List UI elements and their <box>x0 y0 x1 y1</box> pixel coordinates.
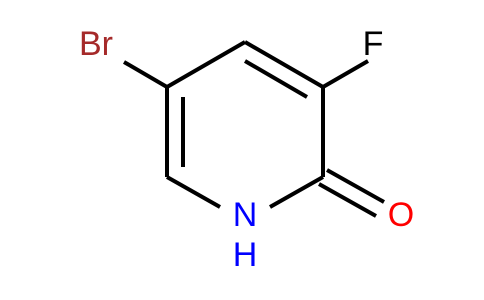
atom-fluorine: F <box>363 25 384 63</box>
atom-oxygen: O <box>388 196 414 234</box>
bond-c2-o-b <box>326 168 385 204</box>
bond-c2-o-a <box>318 182 377 218</box>
atom-nitrogen: N <box>233 196 258 234</box>
bond-c3-f <box>321 59 370 89</box>
atom-labels: Br F O N H <box>79 25 414 274</box>
atom-hydrogen: H <box>233 236 258 274</box>
bond-c5-br <box>122 60 169 89</box>
bond-c2-n1 <box>269 175 324 209</box>
bond-c4-c3 <box>244 40 324 89</box>
bond-n1-c6 <box>166 175 221 209</box>
bond-c5-c4 <box>166 40 246 89</box>
atom-bromine: Br <box>79 25 113 63</box>
bonds <box>122 40 385 218</box>
bond-c4-c3-inner <box>243 59 309 99</box>
